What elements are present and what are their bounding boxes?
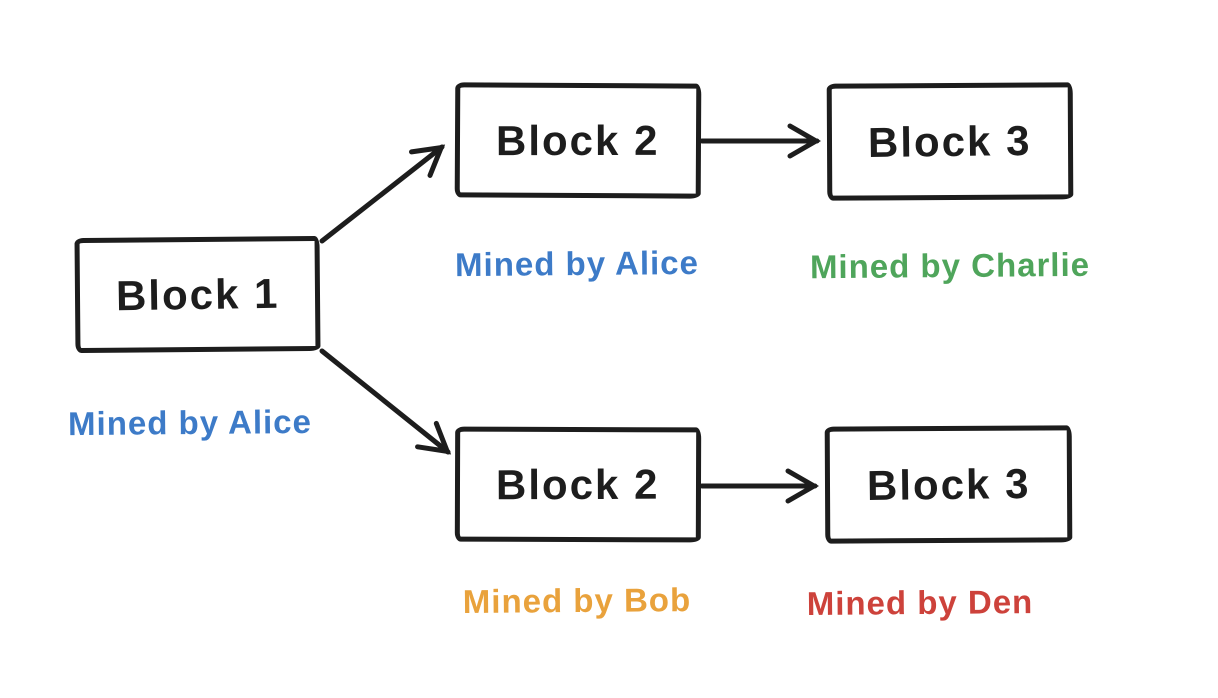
edge-block1-to-block2-bottom (319, 348, 452, 455)
node-block-3-top-label: Block 3 (868, 116, 1032, 166)
node-block-2-top: Block 2 (454, 82, 702, 199)
node-block-2-top-label: Block 2 (496, 116, 660, 164)
miner-label-block-3-top: Mined by Charlie (809, 245, 1091, 286)
node-block-1-label: Block 1 (115, 269, 280, 319)
node-block-3-top: Block 3 (826, 82, 1074, 201)
node-block-3-bottom: Block 3 (824, 425, 1073, 544)
miner-label-block-2-bottom: Mined by Bob (462, 581, 692, 620)
node-block-2-bottom: Block 2 (454, 426, 702, 543)
edge-block1-to-block2-top (319, 144, 446, 244)
node-block-2-bottom-label: Block 2 (496, 460, 660, 508)
miner-label-block-3-bottom: Mined by Den (806, 583, 1034, 622)
node-block-1: Block 1 (74, 235, 321, 354)
miner-label-block-2-top: Mined by Alice (454, 243, 700, 284)
node-block-3-bottom-label: Block 3 (866, 459, 1031, 509)
miner-label-block-1: Mined by Alice (67, 402, 313, 443)
